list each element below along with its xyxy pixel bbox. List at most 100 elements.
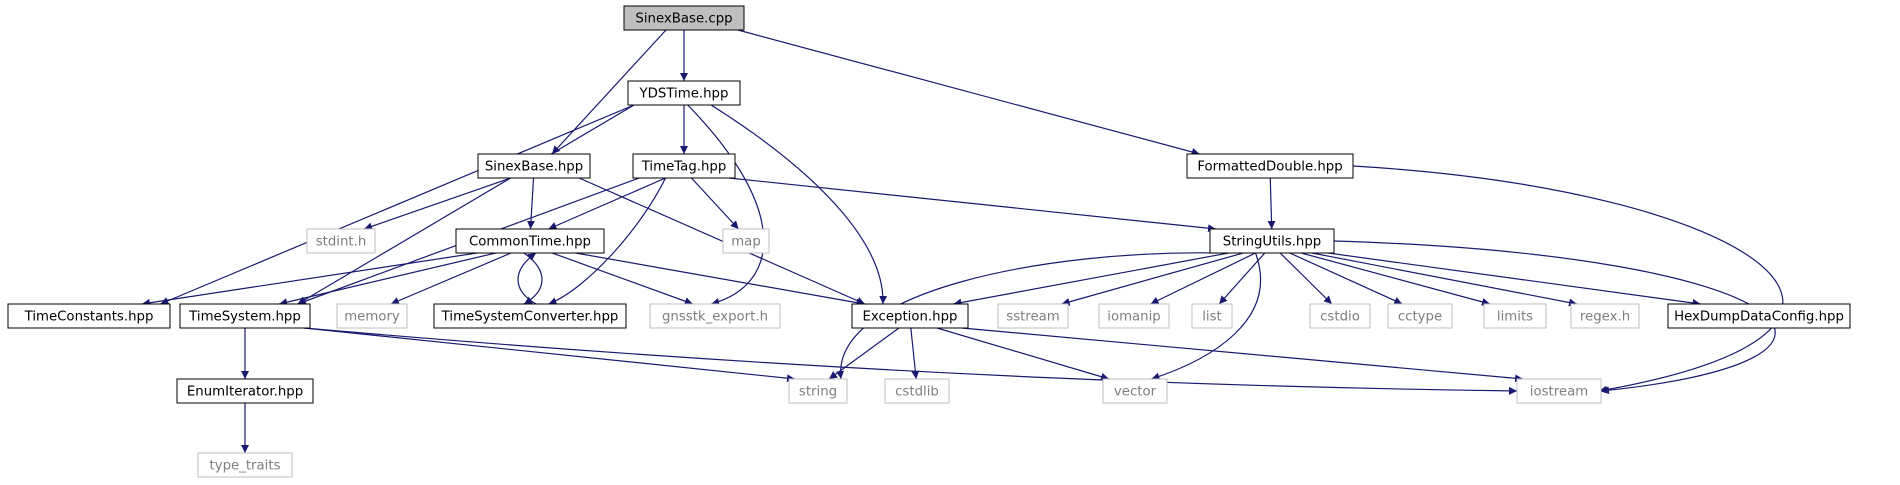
node-timeconstants-hpp[interactable]: TimeConstants.hpp	[7, 303, 171, 329]
node-label: type_traits	[209, 459, 280, 474]
edge-sinexbase-hpp-to-commontime-hpp	[526, 177, 535, 230]
node-stringutils-hpp[interactable]: StringUtils.hpp	[1209, 228, 1335, 254]
node-box	[477, 153, 591, 179]
node-box	[1483, 303, 1547, 329]
edge-stringutils-hpp-to-cctype	[1289, 252, 1403, 305]
node-label: sstream	[1006, 310, 1060, 325]
node-box	[1516, 378, 1602, 404]
edge-ydstime-hpp-to-exception-hpp	[710, 104, 888, 305]
node-label: FormattedDouble.hpp	[1197, 160, 1342, 175]
node-label: SinexBase.hpp	[485, 160, 583, 175]
node-label: StringUtils.hpp	[1223, 235, 1321, 250]
node-exception-hpp[interactable]: Exception.hpp	[851, 303, 969, 329]
node-commontime-hpp[interactable]: CommonTime.hpp	[455, 228, 605, 254]
node-label: cstdio	[1320, 310, 1360, 325]
edge-stringutils-hpp-to-exception-hpp	[953, 252, 1229, 307]
node-memory: memory	[336, 303, 408, 329]
node-cctype: cctype	[1387, 303, 1453, 329]
node-box	[1098, 303, 1170, 329]
node-sstream: sstream	[997, 303, 1069, 329]
edge-stringutils-hpp-to-iomanip	[1150, 252, 1256, 305]
edge-commontime-hpp-to-timesystem-hpp	[279, 252, 496, 307]
node-string: string	[788, 378, 848, 404]
node-map: map	[722, 228, 770, 254]
edge-stringutils-hpp-to-regex-h	[1311, 252, 1578, 307]
node-box	[1191, 303, 1233, 329]
node-box	[788, 378, 848, 404]
edge-stringutils-hpp-to-limits	[1301, 252, 1491, 306]
node-label: Exception.hpp	[863, 310, 958, 325]
edge-commontime-hpp-to-memory	[390, 252, 512, 305]
edge-exception-hpp-to-cstdlib	[910, 327, 920, 380]
node-label: SinexBase.cpp	[635, 12, 732, 27]
node-type-traits: type_traits	[197, 452, 293, 478]
edge-stringutils-hpp-to-string	[836, 252, 1218, 380]
node-box	[649, 303, 781, 329]
node-box	[1570, 303, 1640, 329]
edge-formatteddouble-hpp-to-iostream	[1352, 165, 1784, 394]
node-label: EnumIterator.hpp	[187, 385, 303, 400]
node-box	[1309, 303, 1371, 329]
edge-exception-hpp-to-vector	[936, 327, 1110, 381]
node-label: regex.h	[1580, 310, 1630, 325]
node-label: iomanip	[1107, 310, 1161, 325]
node-timesystem-hpp[interactable]: TimeSystem.hpp	[179, 303, 311, 329]
node-ydstime-hpp[interactable]: YDSTime.hpp	[627, 80, 741, 106]
node-box	[1186, 153, 1354, 179]
edge-formatteddouble-hpp-to-stringutils-hpp	[1267, 177, 1276, 230]
node-box	[433, 303, 627, 329]
node-hexdumpdataconfig-hpp[interactable]: HexDumpDataConfig.hpp	[1667, 303, 1851, 329]
node-label: limits	[1497, 310, 1533, 325]
edge-commontime-hpp-to-gnsstk-export-h	[551, 252, 694, 306]
node-stdint-h: stdint.h	[306, 228, 376, 254]
node-box	[623, 5, 745, 31]
node-timetag-hpp[interactable]: TimeTag.hpp	[632, 153, 736, 179]
node-vector: vector	[1102, 378, 1168, 404]
node-enumiterator-hpp[interactable]: EnumIterator.hpp	[176, 378, 314, 404]
node-label: TimeConstants.hpp	[24, 310, 154, 325]
node-label: string	[799, 385, 837, 400]
edge-stringutils-hpp-to-vector	[1151, 252, 1262, 381]
edge-exception-hpp-to-iostream	[961, 327, 1524, 383]
edge-timesystemconverter-hpp-to-commontime-hpp	[517, 252, 537, 305]
node-label: iostream	[1530, 385, 1588, 400]
node-box	[1209, 228, 1335, 254]
edge-sinexbase-cpp-to-formatteddouble-hpp	[737, 29, 1200, 156]
node-sinexbase-hpp[interactable]: SinexBase.hpp	[477, 153, 591, 179]
edge-stringutils-hpp-to-hexdumpdataconfig-hpp	[1327, 252, 1701, 307]
node-box	[627, 80, 741, 106]
node-timesystemconverter-hpp[interactable]: TimeSystemConverter.hpp	[433, 303, 627, 329]
node-box	[1387, 303, 1453, 329]
node-formatteddouble-hpp[interactable]: FormattedDouble.hpp	[1186, 153, 1354, 179]
node-box	[884, 378, 950, 404]
node-sinexbase-cpp[interactable]: SinexBase.cpp	[623, 5, 745, 31]
edge-sinexbase-cpp-to-sinexbase-hpp	[551, 29, 667, 155]
edge-timetag-hpp-to-stringutils-hpp	[728, 177, 1217, 233]
node-list: list	[1191, 303, 1233, 329]
node-label: TimeSystemConverter.hpp	[441, 310, 619, 325]
node-box	[179, 303, 311, 329]
edges-layer	[141, 29, 1784, 453]
node-label: map	[731, 235, 761, 250]
node-box	[336, 303, 408, 329]
edge-timetag-hpp-to-timesystemconverter-hpp	[548, 177, 667, 305]
node-label: gnsstk_export.h	[662, 310, 768, 325]
node-label: cctype	[1398, 310, 1442, 325]
node-box	[722, 228, 770, 254]
node-cstdlib: cstdlib	[884, 378, 950, 404]
edge-stringutils-hpp-to-list	[1218, 252, 1266, 305]
node-label: memory	[344, 310, 400, 325]
node-box	[851, 303, 969, 329]
edge-stringutils-hpp-to-sstream	[1061, 252, 1244, 306]
edge-exception-hpp-to-string	[828, 327, 900, 380]
edge-commontime-hpp-to-timeconstants-hpp	[141, 252, 478, 307]
edge-ydstime-hpp-to-timeconstants-hpp	[160, 104, 635, 305]
node-box	[197, 452, 293, 478]
node-regex-h: regex.h	[1570, 303, 1640, 329]
node-label: cstdlib	[895, 385, 939, 400]
edge-timesystem-hpp-to-iostream	[303, 327, 1518, 395]
edge-timesystem-hpp-to-string	[303, 327, 796, 383]
node-box	[176, 378, 314, 404]
